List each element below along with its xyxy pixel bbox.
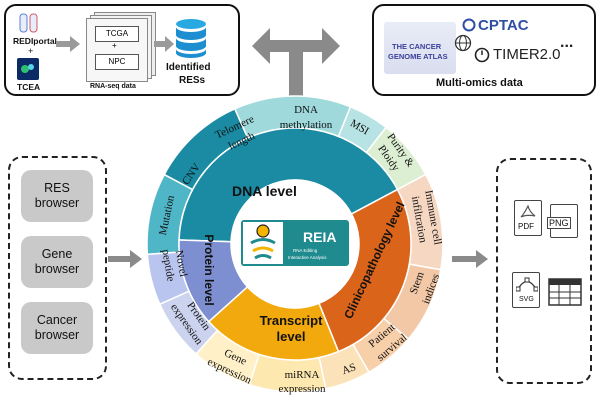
pipeline-panel: REDIportal + TCEA TCGA + NPC RNA-seq dat… bbox=[4, 4, 240, 96]
timer-label: TIMER2.0 bbox=[493, 46, 561, 63]
png-file-icon: PNG bbox=[547, 204, 578, 238]
res-browser-line1: RES bbox=[44, 181, 70, 195]
result-label-1: Identified bbox=[166, 62, 211, 73]
data-npc-box: NPC bbox=[95, 54, 139, 70]
export-panel: PDF PNG SVG bbox=[496, 158, 592, 384]
dna-level-label: DNA level bbox=[232, 183, 297, 199]
svg-label: SVG bbox=[519, 296, 534, 303]
gene-browser-line1: Gene bbox=[41, 247, 73, 261]
t-arrow-icon bbox=[252, 28, 340, 122]
plus-sign: + bbox=[28, 46, 34, 56]
arrow-right-icon bbox=[452, 250, 488, 268]
source-tcea: TCEA bbox=[17, 82, 41, 92]
png-label: PNG bbox=[547, 217, 571, 229]
protein-level-label: Protein level bbox=[202, 234, 216, 305]
arrow-right-icon bbox=[154, 36, 174, 52]
rnaseq-caption: RNA-seq data bbox=[90, 83, 136, 90]
gene-browser-line2: browser bbox=[34, 262, 80, 276]
mirna-label-2: expression bbox=[278, 383, 326, 395]
tcga-logo-line2: GENOME ATLAS bbox=[388, 52, 448, 61]
ellipsis: ... bbox=[560, 34, 574, 51]
res-browser-line2: browser bbox=[34, 196, 80, 210]
reia-subtitle-2: Interactive Analysis bbox=[288, 255, 327, 260]
data-plus: + bbox=[112, 41, 117, 50]
novel-label-1: Novel bbox=[173, 249, 189, 278]
tcga-logo: THE CANCER GENOME ATLAS bbox=[384, 22, 456, 74]
dna-methylation-label-2: methylation bbox=[280, 119, 333, 131]
multiomics-caption: Multi-omics data bbox=[436, 77, 523, 89]
novel-label-2: peptide bbox=[159, 248, 176, 282]
tcga-logo-line1: THE CANCER bbox=[392, 42, 442, 51]
res-browser-button[interactable]: RES browser bbox=[21, 170, 93, 222]
transcript-level-label-1: Transcript bbox=[260, 313, 324, 328]
pdf-label: PDF bbox=[518, 222, 534, 231]
database-icon bbox=[176, 19, 206, 58]
data-tcga-box: TCGA bbox=[95, 26, 139, 42]
browser-panel: RES browser Gene browser Cancer browser bbox=[8, 156, 107, 380]
timer-icon bbox=[474, 47, 490, 63]
table-icon bbox=[548, 278, 582, 306]
svg-file-icon: SVG bbox=[512, 272, 540, 308]
globe-icon bbox=[454, 34, 472, 52]
transcript-level-label-2: level bbox=[277, 329, 306, 344]
arrow-right-icon bbox=[108, 250, 142, 268]
rnaseq-data-stack: TCGA + NPC bbox=[86, 12, 156, 82]
reia-subtitle-1: RNA Editing bbox=[293, 248, 318, 253]
cancer-browser-button[interactable]: Cancer browser bbox=[21, 302, 93, 354]
cptac-icon bbox=[462, 18, 476, 32]
arrow-right-icon bbox=[56, 36, 80, 52]
source-rediportal: REDIportal bbox=[13, 36, 57, 46]
cancer-browser-line1: Cancer bbox=[36, 313, 78, 327]
gene-browser-button[interactable]: Gene browser bbox=[21, 236, 93, 288]
result-label-2: RESs bbox=[179, 75, 206, 86]
as-label: AS bbox=[340, 361, 357, 377]
reia-mascot-icon bbox=[250, 224, 276, 260]
pdf-file-icon: PDF bbox=[514, 200, 542, 236]
dna-methylation-label-1: DNA bbox=[294, 104, 318, 116]
rediportal-logo bbox=[18, 12, 40, 34]
cancer-browser-line2: browser bbox=[34, 328, 80, 342]
cptac-label: CPTAC bbox=[478, 17, 529, 34]
tcea-logo bbox=[17, 58, 39, 80]
mirna-label-1: miRNA bbox=[285, 369, 320, 381]
multiomics-panel: THE CANCER GENOME ATLAS CPTAC TIMER2.0 .… bbox=[372, 4, 596, 96]
reia-title: REIA bbox=[303, 229, 336, 245]
